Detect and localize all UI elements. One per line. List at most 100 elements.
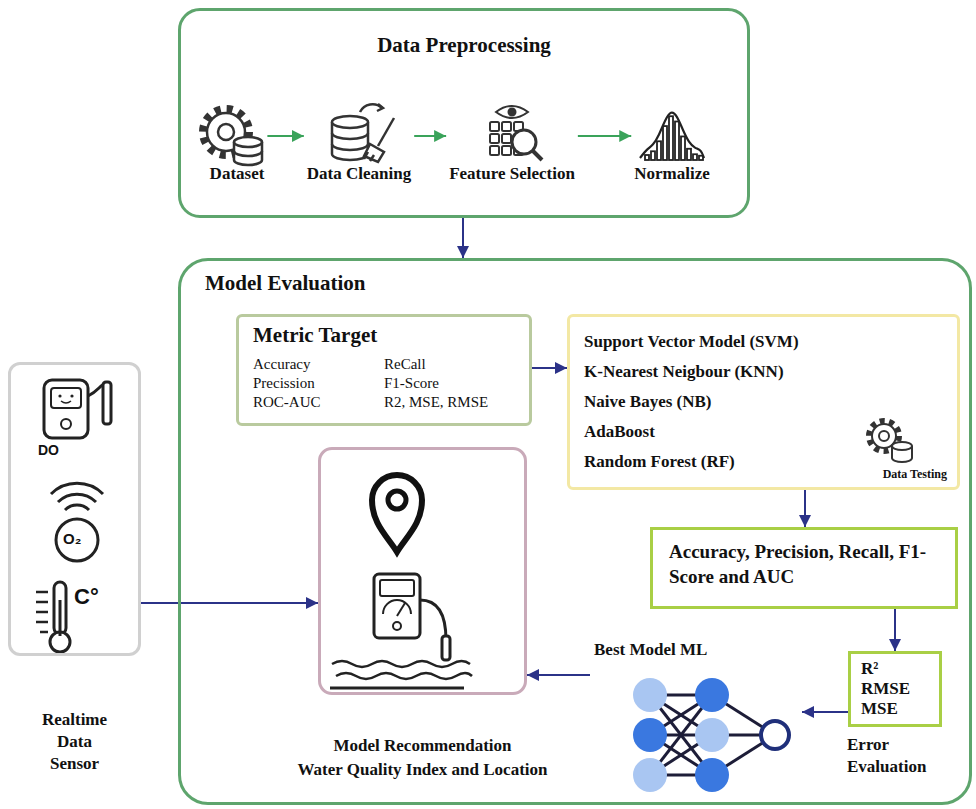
node-text: F1-Score (384, 375, 515, 392)
model-list-box: Support Vector Model (SVM)K-Nearest Neig… (567, 314, 960, 490)
flow-arrow (141, 602, 318, 604)
neural-network-icon (695, 678, 729, 712)
neural-network-icon (761, 721, 789, 749)
flow-arrow (462, 218, 464, 258)
do-meter-icon (44, 380, 88, 438)
location-pin-icon (372, 475, 422, 552)
flow-arrow (578, 135, 631, 137)
data-cleaning-icon (364, 144, 384, 162)
feature-selection-icon (509, 109, 516, 116)
feature-selection-icon (512, 130, 536, 154)
flow-arrow (414, 135, 446, 137)
oxygen-sensor-icon (51, 483, 103, 561)
error-box: R²RMSEMSEError Evaluation (848, 651, 942, 727)
dataset-icon (234, 151, 262, 156)
node-text: Accuracy, Precision, Recall, F1-Score an… (669, 540, 939, 589)
node-text: R² (861, 659, 929, 679)
multimeter-icon (442, 636, 450, 660)
feature-selection-icon (490, 146, 499, 155)
do-meter-icon (61, 419, 71, 429)
node-text: Model Evaluation (205, 271, 945, 296)
node-text: Feature Selection (449, 164, 575, 184)
dataset-icon (234, 137, 262, 147)
flow-arrow (527, 674, 590, 676)
feature-selection-icon (490, 122, 499, 131)
multimeter-icon (393, 622, 401, 630)
icon-label: C° (74, 584, 99, 610)
icon-label: O₂ (63, 530, 81, 547)
do-meter-icon (103, 382, 111, 424)
node-text: MSE (861, 699, 929, 719)
do-meter-icon (70, 394, 73, 397)
normalize-icon (675, 122, 679, 160)
node-text: Accuracy (253, 356, 384, 373)
multimeter-icon (332, 661, 472, 679)
dataset-icon (218, 124, 234, 140)
multimeter-icon (330, 574, 472, 688)
normalize-icon (681, 136, 685, 160)
node-text: Data Testing (883, 467, 947, 482)
feature-selection-icon (502, 134, 511, 143)
node-text: R2, MSE, RMSE (384, 394, 515, 411)
flow-arrow (894, 609, 896, 651)
node-text: Metric Target (253, 323, 515, 348)
metric-box: Metric TargetAccuracyReCallPrecissionF1-… (236, 314, 532, 426)
oxygen-sensor-icon (65, 505, 89, 510)
node-text: Data Cleaning (307, 164, 411, 184)
normalize-icon (640, 113, 704, 158)
node-text: Naive Bayes (NB) (584, 387, 943, 417)
step-icon: Normalize (631, 104, 713, 184)
data-testing-icon (869, 421, 912, 462)
neural-network-icon (695, 718, 729, 752)
data-cleaning-icon (378, 118, 394, 146)
node-text: Model Recommendation (333, 736, 511, 756)
node-text: ROC-AUC (253, 394, 384, 411)
oxygen-sensor-icon (58, 494, 96, 502)
node-text: Precission (253, 375, 384, 392)
step-icon: Dataset (207, 104, 268, 184)
normalize-icon (645, 155, 649, 160)
thermometer-icon (59, 600, 62, 636)
feature-selection-icon (496, 106, 528, 118)
node-text: ReCall (384, 356, 515, 373)
dataset-icon (203, 109, 262, 165)
data-cleaning-icon (332, 133, 368, 150)
node-text: Error Evaluation (847, 734, 939, 778)
location-pin-icon (388, 491, 406, 509)
section-panel: Model EvaluationMetric TargetAccuracyReC… (178, 258, 972, 805)
multimeter-icon (380, 580, 414, 596)
node-text: RMSE (861, 679, 929, 699)
flow-arrow (532, 367, 567, 369)
data-testing-icon (892, 442, 912, 450)
neural-network-icon (695, 758, 729, 792)
do-meter-icon (58, 394, 61, 397)
neural-network-icon (633, 758, 667, 792)
normalize-icon (651, 151, 655, 160)
flow-arrow (802, 711, 848, 713)
multimeter-icon (383, 600, 411, 614)
flow-arrow (267, 135, 303, 137)
oxygen-sensor-icon (56, 519, 98, 561)
node-text: Water Quality Index and Location (298, 760, 548, 780)
section-panel: Data PreprocessingDatasetData Cleaning Fe… (178, 8, 750, 218)
multimeter-icon (420, 600, 446, 640)
normalize-icon (687, 149, 691, 160)
step-icon: Data Cleaning (304, 104, 414, 184)
multimeter-icon (330, 687, 464, 690)
node-text: AdaBoost (584, 417, 943, 447)
node-text: Realtime Data Sensor (35, 709, 115, 775)
data-cleaning-icon (332, 116, 368, 128)
step-icon: Feature Selection (446, 104, 578, 184)
oxygen-sensor-icon (51, 483, 103, 494)
metric-result-box: Accuracy, Precision, Recall, F1-Score an… (650, 527, 958, 609)
flow-arrow (804, 490, 806, 527)
node-text: Data Preprocessing (181, 33, 747, 58)
normalize-icon (663, 126, 667, 160)
neural-network-icon (633, 718, 667, 752)
normalize-icon (693, 154, 697, 160)
data-cleaning-icon (364, 152, 374, 161)
node-text: Support Vector Model (SVM) (584, 327, 943, 357)
icon-label: DO (38, 442, 59, 458)
data-testing-icon (879, 431, 889, 441)
